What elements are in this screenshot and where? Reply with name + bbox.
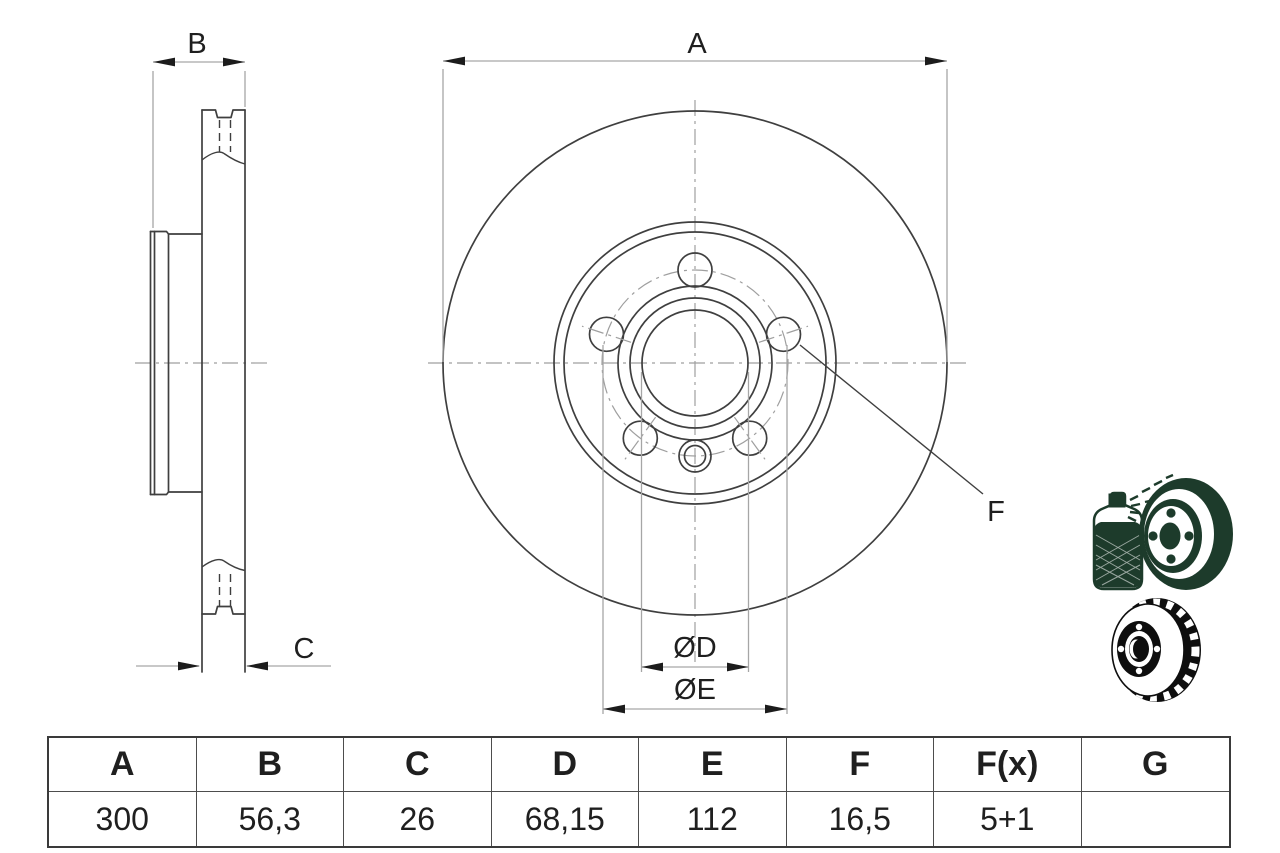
hat-chamfer-circle — [563, 231, 827, 495]
value-B: 56,3 — [197, 792, 344, 846]
dimension-label-B: B — [187, 28, 206, 60]
value-E: 112 — [639, 792, 787, 846]
vent-notch-top — [201, 109, 246, 119]
hub-section — [149, 230, 203, 496]
disc-circles — [442, 110, 948, 616]
col-header-A: A — [49, 738, 197, 792]
locating-screw-hole — [678, 439, 712, 473]
friction-ring-section — [201, 109, 246, 673]
dimension-label-F: F — [987, 496, 1005, 528]
value-G — [1082, 792, 1230, 846]
col-header-D: D — [491, 738, 639, 792]
dimension-label-C: C — [294, 633, 315, 665]
value-Fx: 5+1 — [934, 792, 1082, 846]
value-A: 300 — [49, 792, 197, 846]
dimension-spec-table: A B C D E F F(x) G 300 56,3 26 68,15 112… — [47, 736, 1231, 848]
side-view-cross-section: B C — [135, 28, 331, 673]
bore-chamfer-circle — [629, 297, 761, 429]
dimension-label-OD: ØD — [673, 632, 717, 664]
dimension-label-A: A — [687, 28, 707, 60]
break-line-top — [201, 151, 246, 165]
dimension-OD: ØD — [640, 372, 750, 672]
dimension-F: F — [799, 344, 1005, 528]
front-view: A F ØD ØE — [428, 28, 1005, 714]
dimension-A: A — [442, 28, 948, 362]
dimension-OE: ØE — [602, 345, 788, 714]
bolt-circle — [601, 269, 789, 457]
coated-disc-pictogram — [1092, 473, 1233, 591]
bolt-holes — [581, 252, 809, 460]
hat-outer-circle — [553, 221, 837, 505]
dimension-label-OE: ØE — [674, 674, 716, 706]
brake-disc-perspective-icon — [1139, 478, 1233, 590]
value-D: 68,15 — [492, 792, 639, 846]
value-C: 26 — [344, 792, 492, 846]
dimension-C: C — [136, 633, 331, 671]
center-bore-circle — [641, 309, 749, 417]
value-F: 16,5 — [787, 792, 934, 846]
col-header-F: F — [786, 738, 934, 792]
spray-can-icon — [1092, 473, 1181, 591]
break-line-bottom — [201, 558, 246, 572]
col-header-E: E — [639, 738, 787, 792]
vent-notch-bottom — [201, 605, 246, 615]
col-header-Fx: F(x) — [934, 738, 1082, 792]
dimension-B: B — [152, 28, 246, 228]
col-header-G: G — [1081, 738, 1229, 792]
col-header-C: C — [344, 738, 492, 792]
vented-brake-disc-icon — [1111, 598, 1201, 702]
col-header-B: B — [196, 738, 344, 792]
outer-diameter-circle — [442, 110, 948, 616]
